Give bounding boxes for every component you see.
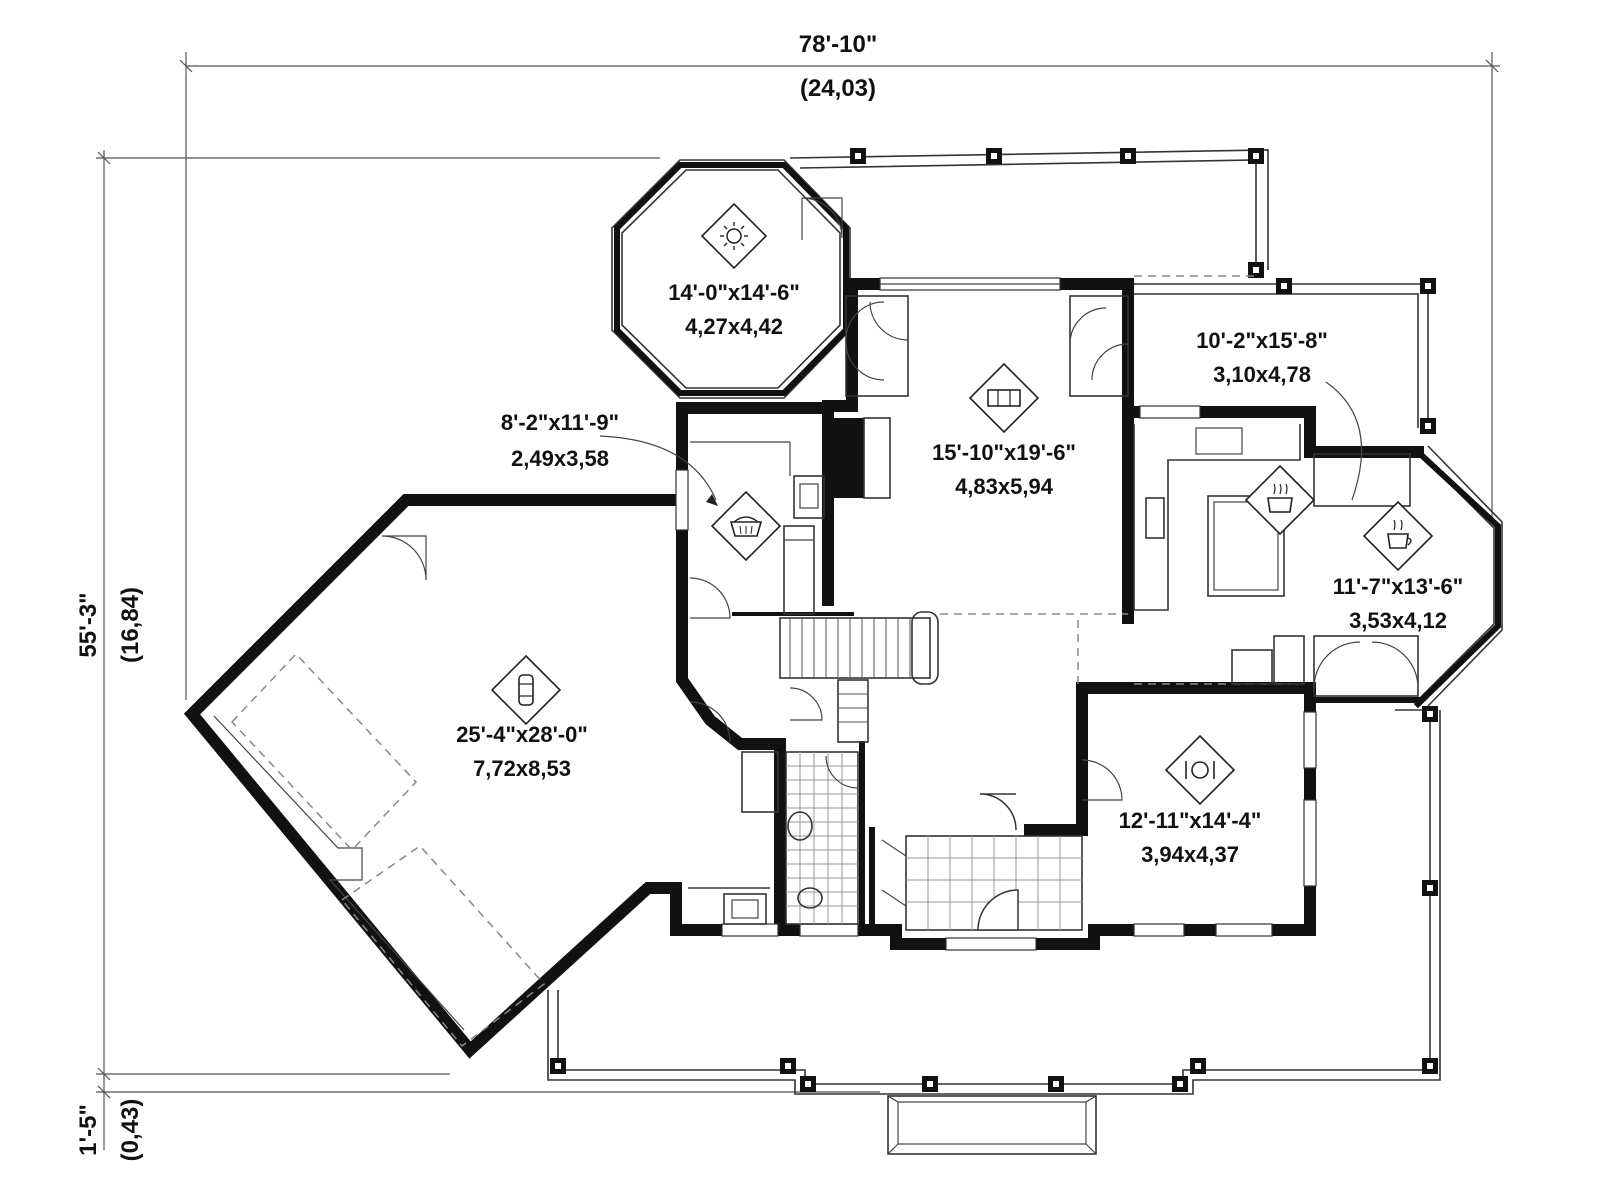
windows bbox=[675, 277, 1317, 951]
svg-text:3,94x4,37: 3,94x4,37 bbox=[1141, 842, 1239, 867]
svg-text:11'-7"x13'-6": 11'-7"x13'-6" bbox=[1333, 574, 1463, 599]
porch-posts bbox=[550, 148, 1438, 1092]
overall-depth-metric-label: (16,84) bbox=[117, 587, 144, 663]
room-label-sunroom: 14'-0"x14'-6" 4,27x4,42 bbox=[668, 280, 800, 339]
stove-icon bbox=[1244, 464, 1316, 536]
laundry-basket-icon bbox=[710, 490, 782, 562]
sun-icon bbox=[700, 202, 768, 270]
foyer bbox=[881, 759, 1123, 931]
room-label-living: 15'-10"x19'-6" 4,83x5,94 bbox=[932, 440, 1076, 499]
garage-sink bbox=[688, 701, 779, 925]
kitchen-fixtures bbox=[1133, 424, 1305, 685]
garage-walls bbox=[183, 494, 682, 1059]
room-label-garage: 25'-4"x28'-0" 7,72x8,53 bbox=[456, 722, 588, 781]
laundry-fixtures bbox=[689, 441, 825, 619]
sunroom bbox=[611, 159, 851, 399]
sofa-icon bbox=[968, 362, 1040, 434]
kitchen-callout-leader bbox=[1325, 381, 1363, 501]
svg-text:4,83x5,94: 4,83x5,94 bbox=[955, 474, 1054, 499]
overall-width-label: 78'-10" bbox=[799, 31, 877, 58]
main-walls bbox=[670, 278, 1503, 950]
svg-text:12'-11"x14'-4": 12'-11"x14'-4" bbox=[1119, 808, 1262, 833]
svg-text:10'-2"x15'-8": 10'-2"x15'-8" bbox=[1196, 328, 1328, 353]
overall-width-metric-label: (24,03) bbox=[800, 75, 876, 102]
svg-text:25'-4"x28'-0": 25'-4"x28'-0" bbox=[456, 722, 588, 747]
svg-text:8'-2"x11'-9": 8'-2"x11'-9" bbox=[501, 410, 619, 435]
step-depth-label: 1'-5" bbox=[75, 1104, 102, 1156]
svg-text:3,53x4,12: 3,53x4,12 bbox=[1349, 608, 1447, 633]
fireplace bbox=[828, 417, 891, 499]
bathroom bbox=[785, 751, 859, 925]
svg-text:15'-10"x19'-6": 15'-10"x19'-6" bbox=[932, 440, 1076, 465]
laundry-callout-arrow bbox=[706, 494, 718, 506]
svg-text:14'-0"x14'-6": 14'-0"x14'-6" bbox=[668, 280, 800, 305]
svg-text:7,72x8,53: 7,72x8,53 bbox=[473, 756, 571, 781]
stairs bbox=[779, 611, 939, 743]
front-steps bbox=[887, 1095, 1097, 1155]
room-label-dining: 12'-11"x14'-4" 3,94x4,37 bbox=[1119, 808, 1262, 867]
room-label-kitchen: 10'-2"x15'-8" 3,10x4,78 bbox=[1196, 328, 1328, 387]
svg-text:3,10x4,78: 3,10x4,78 bbox=[1213, 362, 1311, 387]
room-label-breakfast: 11'-7"x13'-6" 3,53x4,12 bbox=[1333, 574, 1463, 633]
laundry-callout-leader bbox=[599, 435, 717, 501]
svg-text:2,49x3,58: 2,49x3,58 bbox=[511, 446, 609, 471]
car-icon bbox=[490, 654, 562, 726]
room-label-laundry: 8'-2"x11'-9" 2,49x3,58 bbox=[501, 410, 619, 471]
place-setting-icon bbox=[1164, 734, 1236, 806]
living-room-doors bbox=[845, 295, 1129, 397]
svg-text:4,27x4,42: 4,27x4,42 bbox=[685, 314, 783, 339]
step-depth-metric-label: (0,43) bbox=[117, 1099, 144, 1162]
overall-depth-label: 55'-3" bbox=[75, 592, 102, 657]
coffee-cup-icon bbox=[1362, 500, 1434, 572]
dimension-lines bbox=[96, 52, 1500, 1150]
